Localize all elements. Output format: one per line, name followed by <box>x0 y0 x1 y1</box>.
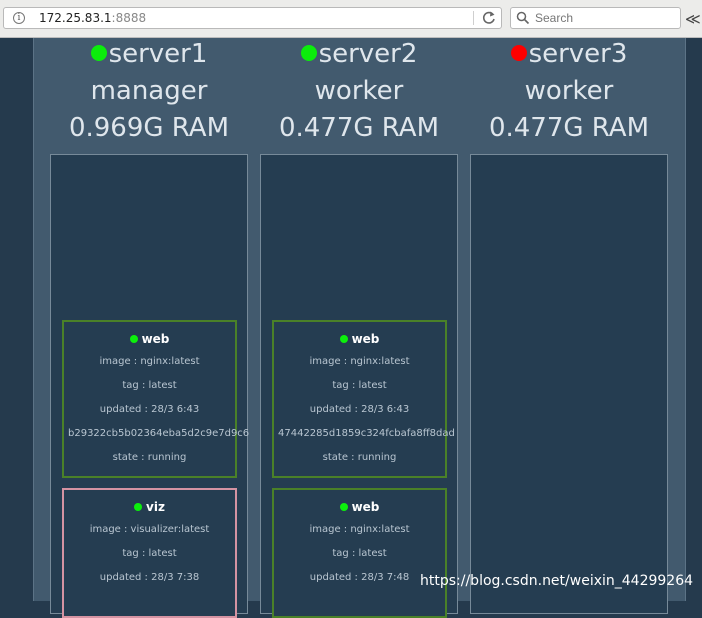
node-status-dot <box>510 45 527 61</box>
task-name: web <box>274 332 445 350</box>
task-name-label: web <box>351 332 380 346</box>
task-card-web[interactable]: web image : nginx:latest tag : latest up… <box>62 320 250 478</box>
node-header-server3: server3 worker 0.477G RAM <box>464 36 674 147</box>
url-bar[interactable]: i 172.25.83.1:8888 <box>3 7 502 29</box>
task-name-label: web <box>351 500 380 514</box>
node-name-line: server3 <box>464 36 674 73</box>
task-card-web[interactable]: web image : nginx:latest tag : latest up… <box>272 488 447 618</box>
task-status-dot <box>339 335 348 343</box>
task-tag: tag : latest <box>122 548 177 559</box>
search-bar[interactable]: Search <box>510 7 681 29</box>
browser-toolbar: i 172.25.83.1:8888 Search ≪ <box>0 0 702 38</box>
task-card-web[interactable]: web image : nginx:latest tag : latest up… <box>272 320 455 478</box>
task-name: web <box>64 332 235 350</box>
task-tag: tag : latest <box>122 380 177 391</box>
task-updated: updated : 28/3 7:48 <box>309 572 410 583</box>
task-tag: tag : latest <box>332 380 387 391</box>
node-name: server2 <box>318 39 418 69</box>
node-header-server2: server2 worker 0.477G RAM <box>254 36 464 147</box>
search-icon <box>516 11 530 25</box>
info-icon[interactable]: i <box>13 12 25 24</box>
node-ram: 0.477G RAM <box>278 113 440 143</box>
node-column-server3 <box>470 154 668 614</box>
task-name: web <box>274 500 445 518</box>
node-status-dot <box>300 45 317 61</box>
task-image: image : nginx:latest <box>309 524 410 535</box>
task-name-label: web <box>141 332 170 346</box>
search-placeholder: Search <box>535 11 574 25</box>
task-updated: updated : 28/3 7:38 <box>99 572 200 583</box>
cluster-border-left <box>33 38 34 601</box>
url-host: 172.25.83.1 <box>39 11 112 25</box>
task-image: image : nginx:latest <box>309 356 410 367</box>
node-column-server1: web image : nginx:latest tag : latest up… <box>50 154 250 618</box>
reload-icon[interactable] <box>480 10 498 26</box>
node-role: manager <box>90 76 208 106</box>
task-image: image : nginx:latest <box>99 356 200 367</box>
task-id: b29322cb5b02364eba5d2c9e7d9c6 <box>68 428 250 439</box>
url-port: :8888 <box>111 11 147 25</box>
task-name: viz <box>64 500 235 518</box>
url-separator <box>473 11 474 25</box>
cluster-border-right <box>685 38 686 601</box>
url-text[interactable]: 172.25.83.1:8888 <box>39 11 146 25</box>
visualizer-page: server1 manager 0.969G RAM web image : n… <box>0 36 702 618</box>
task-id: 47442285d1859c324fcbafa8ff8dad <box>278 428 455 439</box>
task-image: image : visualizer:latest <box>89 524 210 535</box>
node-role: worker <box>314 76 404 106</box>
node-name-line: server1 <box>44 36 254 73</box>
task-status-dot <box>134 503 143 511</box>
node-status-dot <box>90 45 107 61</box>
task-updated: updated : 28/3 6:43 <box>99 404 200 415</box>
task-name-label: viz <box>146 500 165 514</box>
task-state: state : running <box>322 452 397 463</box>
task-status-dot <box>129 335 138 343</box>
node-role: worker <box>524 76 614 106</box>
overflow-menu-icon[interactable]: ≪ <box>685 10 701 28</box>
node-name: server3 <box>528 39 628 69</box>
task-card-viz[interactable]: viz image : visualizer:latest tag : late… <box>62 488 237 618</box>
node-name-line: server2 <box>254 36 464 73</box>
node-ram: 0.969G RAM <box>68 113 230 143</box>
node-ram: 0.477G RAM <box>488 113 650 143</box>
task-state: state : running <box>112 452 187 463</box>
node-header-server1: server1 manager 0.969G RAM <box>44 36 254 147</box>
task-status-dot <box>339 503 348 511</box>
node-name: server1 <box>108 39 208 69</box>
node-column-server2: web image : nginx:latest tag : latest up… <box>260 154 458 618</box>
watermark: https://blog.csdn.net/weixin_44299264 <box>420 573 694 589</box>
task-tag: tag : latest <box>332 548 387 559</box>
task-updated: updated : 28/3 6:43 <box>309 404 410 415</box>
